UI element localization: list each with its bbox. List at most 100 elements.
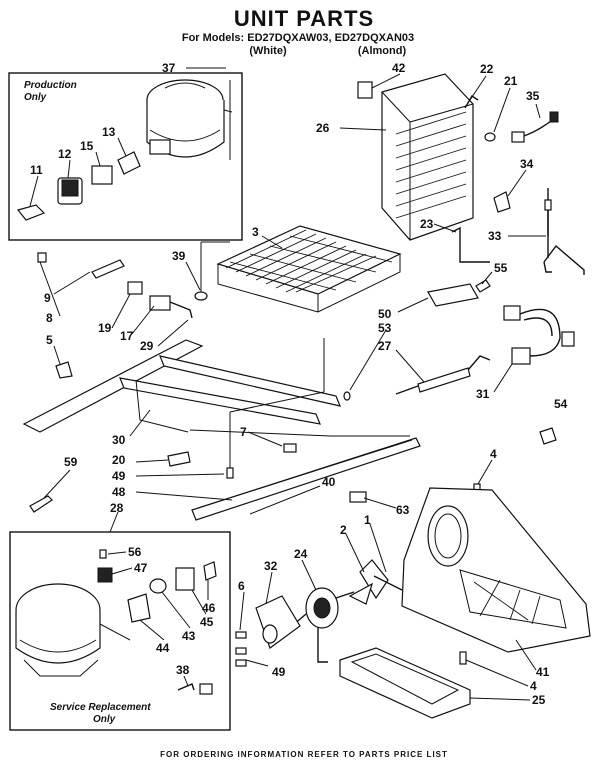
callout-38: 38 — [176, 663, 190, 677]
diagram-title: UNIT PARTS — [234, 6, 374, 31]
callout-25: 25 — [532, 693, 546, 707]
callout-50: 50 — [378, 307, 392, 321]
callout-1: 1 — [364, 513, 371, 527]
part-32-motor-bracket — [255, 595, 301, 649]
callout-3: 3 — [252, 225, 259, 239]
callout-5: 5 — [46, 333, 53, 347]
callout-45: 45 — [200, 615, 214, 629]
part-19-switch — [127, 281, 143, 295]
callout-42: 42 — [392, 61, 406, 75]
part-17-capacitor — [149, 295, 171, 311]
part-34-clip — [493, 191, 511, 213]
compressor-production — [146, 79, 233, 160]
callout-13: 13 — [102, 125, 116, 139]
part-48-rail — [191, 437, 421, 521]
callout-32: 32 — [264, 559, 278, 573]
callout-31: 31 — [476, 387, 490, 401]
part-2-fan-blade — [348, 559, 389, 605]
callout-22: 22 — [480, 62, 494, 76]
callout-63: 63 — [396, 503, 410, 517]
callout-4-lower: 4 — [530, 679, 537, 693]
callout-49-upper: 49 — [112, 469, 126, 483]
callout-56: 56 — [128, 545, 142, 559]
callout-44: 44 — [156, 641, 170, 655]
part-63-connector — [349, 491, 367, 503]
part-6-screw — [235, 631, 247, 639]
part-31-wire-harness — [503, 305, 575, 365]
part-54-nut — [539, 427, 557, 445]
callout-17: 17 — [120, 329, 134, 343]
leader-lines — [29, 67, 546, 701]
part-11-clip — [16, 204, 46, 221]
callout-43: 43 — [182, 629, 196, 643]
callout-41: 41 — [536, 665, 550, 679]
part-49-screw-lower — [235, 647, 247, 655]
callout-53: 53 — [378, 321, 392, 335]
part-59-tube — [29, 495, 53, 513]
part-24-fan-motor — [291, 587, 355, 663]
compressor-service — [15, 583, 131, 677]
part-4-screw-lower — [459, 651, 467, 665]
callout-39: 39 — [172, 249, 186, 263]
part-42-clip — [357, 81, 373, 99]
callout-23: 23 — [420, 217, 434, 231]
callout-19: 19 — [98, 321, 112, 335]
callout-29: 29 — [140, 339, 154, 353]
footer-note: FOR ORDERING INFORMATION REFER TO PARTS … — [160, 750, 448, 759]
part-22-bracket — [464, 95, 479, 109]
callout-30: 30 — [112, 433, 126, 447]
part-20-clip — [167, 451, 191, 467]
service-label-line1: Service Replacement — [50, 702, 151, 713]
part-38-clip — [177, 683, 195, 691]
callout-55: 55 — [494, 261, 508, 275]
part-15-cover — [91, 165, 113, 185]
part-8-heater — [91, 259, 125, 279]
part-29-wire — [169, 301, 193, 319]
callout-numbers: 37 42 22 21 35 26 13 15 1 2 11 3 4 23 33 3… — [30, 61, 568, 707]
callout-48: 48 — [112, 485, 126, 499]
callout-49-lower: 49 — [272, 665, 286, 679]
callout-8: 8 — [46, 311, 53, 325]
machine-compartment-bracket — [401, 487, 591, 653]
callout-33: 33 — [488, 229, 502, 243]
callout-9: 9 — [44, 291, 51, 305]
part-45-bracket — [175, 567, 195, 591]
callout-7: 7 — [240, 425, 247, 439]
callout-40: 40 — [322, 475, 336, 489]
callout-47: 47 — [134, 561, 148, 575]
part-7-clip — [283, 443, 297, 453]
callout-35: 35 — [526, 89, 540, 103]
callout-11: 11 — [30, 163, 43, 177]
callout-2: 2 — [340, 523, 347, 537]
part-27-drier — [395, 355, 491, 395]
callout-27: 27 — [378, 339, 392, 353]
part-46-clip — [203, 561, 217, 581]
production-label-line1: Production — [24, 80, 77, 91]
part-56-screw — [99, 549, 107, 559]
production-label-line2: Only — [24, 92, 47, 103]
callout-21: 21 — [504, 74, 518, 88]
part-53-grommet — [343, 391, 351, 401]
callout-15: 15 — [80, 139, 94, 153]
part-43-overload — [149, 578, 167, 594]
callout-37: 37 — [162, 61, 176, 75]
condenser-part-26 — [381, 73, 474, 241]
color-white-label: (White) — [249, 45, 287, 57]
callout-59: 59 — [64, 455, 78, 469]
part-39-grommet — [194, 291, 208, 301]
callout-26: 26 — [316, 121, 330, 135]
part-5-grommet — [55, 361, 73, 379]
production-only-box: Production Only — [8, 72, 243, 241]
service-replacement-box: Service Replacement Only — [9, 531, 231, 731]
color-almond-label: (Almond) — [358, 45, 407, 57]
part-25-drain-pan — [339, 647, 471, 719]
callout-28: 28 — [110, 501, 124, 515]
part-50-bracket — [427, 283, 479, 307]
part-13-relay — [117, 151, 141, 175]
callout-6: 6 — [238, 579, 245, 593]
base-frame-part-30 — [22, 338, 410, 470]
part-35-thermistor — [511, 111, 559, 143]
models-line: For Models: ED27DQXAW03, ED27DQXAN03 — [182, 32, 414, 44]
part-33-heater-tube — [543, 188, 585, 275]
part-1-shaft — [373, 575, 403, 591]
